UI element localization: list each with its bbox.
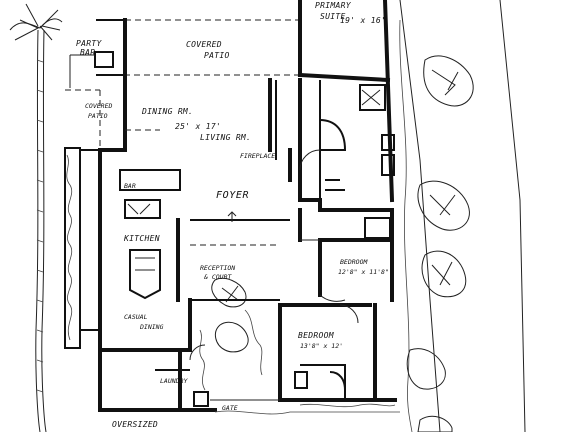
covered-patio-left-label-1: COVERED [85, 102, 112, 110]
dining-room-dim: 25' x 17' [175, 122, 221, 131]
bar-label: BAR [124, 182, 136, 190]
bath-toilet [294, 371, 308, 389]
main-walls [65, 73, 394, 242]
covered-patio-top-label-2: PATIO [204, 51, 230, 60]
bedroom-right-label: BEDROOM [340, 258, 368, 266]
bedroom-right [300, 217, 394, 302]
oversized-label: OVERSIZED [112, 420, 158, 429]
primary-suite-dim: 19' x 16' [340, 16, 386, 25]
primary-suite [297, 0, 395, 203]
reception-court [188, 277, 280, 391]
bedroom-bottom-label: BEDROOM [298, 331, 335, 340]
reception-label-1: RECEPTION [200, 264, 235, 272]
reception-label-2: & COURT [203, 273, 232, 281]
laundry-garage [98, 328, 400, 415]
covered-patio-top-label-1: COVERED [186, 40, 222, 49]
laundry-label: LAUNDRY [160, 377, 188, 385]
entry-arrow-icon [227, 211, 237, 222]
casual-dining-label-2: DINING [139, 323, 164, 331]
gate-label: GATE [222, 404, 238, 412]
living-room-label: LIVING RM. [200, 133, 251, 142]
covered-patio-top [69, 18, 301, 88]
door-swings [189, 149, 359, 361]
room-labels: PARTY BAR COVERED PATIO PRIMARY SUITE 19… [76, 1, 389, 429]
casual-dining-label-1: CASUAL [124, 313, 148, 321]
landscape-border-right [399, 0, 526, 432]
foyer-label: FOYER [216, 190, 249, 201]
party-bar-label-2: BAR [80, 48, 95, 57]
kitchen-island [129, 249, 161, 300]
bedroom-bottom [278, 303, 397, 408]
bedroom-right-dim: 12'8" x 11'8" [338, 268, 389, 276]
palm-tree-left [9, 3, 63, 432]
kitchen-label: KITCHEN [123, 234, 160, 243]
gate-post [193, 391, 209, 407]
primary-suite-label-1: PRIMARY [315, 1, 352, 10]
bar-counter [119, 169, 181, 191]
planter-strip-left [64, 147, 101, 349]
party-bar-counter [94, 51, 114, 68]
fireplace-label: FIREPLACE [240, 152, 275, 160]
dining-room-label: DINING RM. [141, 107, 193, 116]
party-bar-label-1: PARTY [76, 39, 102, 48]
primary-suite-label-2: SUITE [320, 12, 346, 21]
kitchen-appliance [124, 199, 161, 219]
covered-patio-left-label-2: PATIO [88, 112, 108, 120]
bedroom-bottom-dim: 13'8" x 12' [300, 342, 343, 350]
primary-vanity [381, 134, 395, 151]
